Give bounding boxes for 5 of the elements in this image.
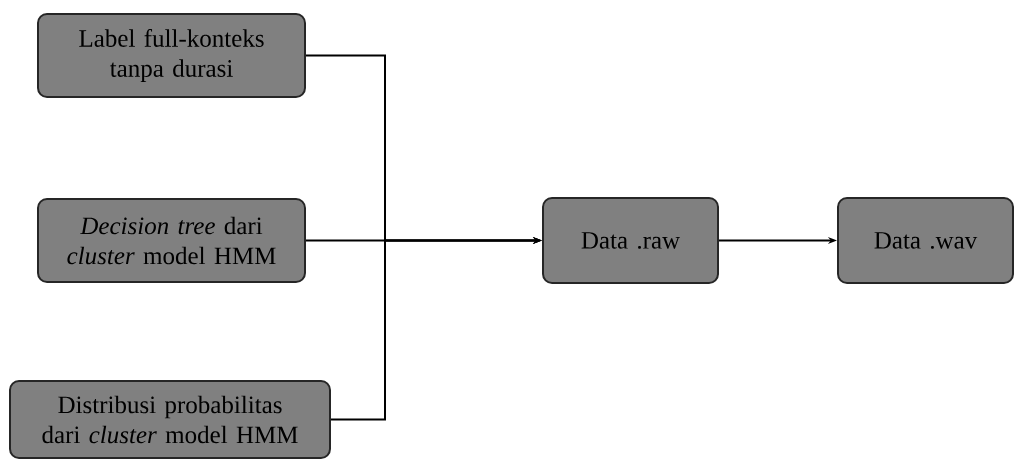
process-box: Data .wav [837, 197, 1014, 284]
process-box: Distribusi probabilitas dari cluster model HMM [9, 380, 331, 459]
process-box: Decision tree dari cluster model HMM [37, 198, 306, 283]
process-box: Data .raw [542, 197, 719, 284]
process-box: Label full-konteks tanpa durasi [37, 13, 306, 98]
